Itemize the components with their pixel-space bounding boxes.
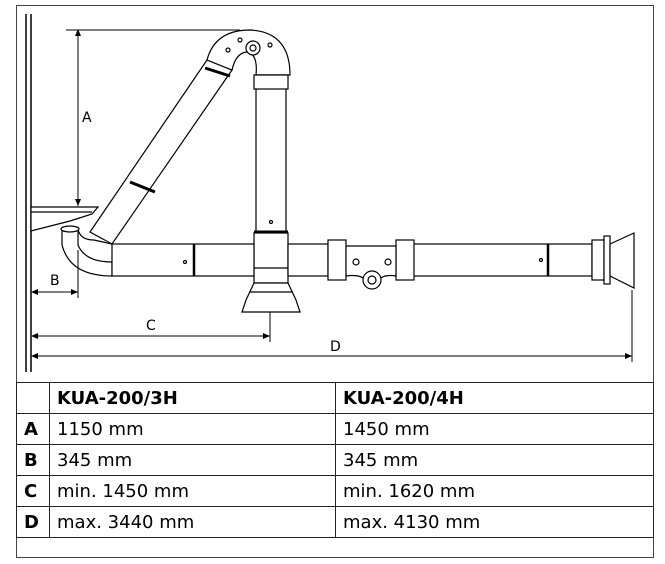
wall — [25, 14, 32, 372]
table-row: A 1150 mm 1450 mm — [16, 413, 654, 445]
row-key: B — [16, 444, 50, 476]
wall-bracket — [30, 206, 100, 232]
table-row: B 345 mm 345 mm — [16, 444, 654, 476]
dimension-c-label: C — [146, 318, 156, 334]
dimensions-table: KUA-200/3H KUA-200/4H A 1150 mm 1450 mm … — [16, 382, 654, 538]
table-row: D max. 3440 mm max. 4130 mm — [16, 506, 654, 538]
dimension-b-label: B — [50, 273, 60, 289]
dimension-d-label: D — [330, 339, 341, 355]
horizontal-tube — [111, 243, 593, 277]
table-row: C min. 1450 mm min. 1620 mm — [16, 475, 654, 507]
top-elbow — [206, 29, 291, 76]
value-4h: min. 1620 mm — [335, 475, 654, 507]
value-4h: max. 4130 mm — [335, 506, 654, 538]
header-empty-cell — [16, 382, 50, 414]
value-4h: 1450 mm — [335, 413, 654, 445]
dimension-d: D — [31, 290, 633, 362]
value-3h: 345 mm — [49, 444, 336, 476]
vertical-tube — [253, 74, 289, 284]
value-3h: 1150 mm — [49, 413, 336, 445]
row-key: A — [16, 413, 50, 445]
inclined-arm-tube — [89, 59, 233, 245]
value-4h: 345 mm — [335, 444, 654, 476]
value-3h: min. 1450 mm — [49, 475, 336, 507]
end-hood — [591, 232, 635, 289]
dimension-b: B — [31, 250, 79, 298]
table-header-row: KUA-200/3H KUA-200/4H — [16, 382, 654, 414]
vertical-hood — [241, 282, 301, 313]
dimension-a: A — [66, 29, 240, 206]
extraction-arm-drawing: A B C D — [25, 14, 635, 372]
header-kua-200-4h: KUA-200/4H — [335, 382, 654, 414]
value-3h: max. 3440 mm — [49, 506, 336, 538]
header-kua-200-3h: KUA-200/3H — [49, 382, 336, 414]
middle-joint — [327, 239, 415, 290]
dimension-a-label: A — [82, 110, 92, 126]
row-key: D — [16, 506, 50, 538]
dimension-c: C — [31, 312, 271, 342]
row-key: C — [16, 475, 50, 507]
